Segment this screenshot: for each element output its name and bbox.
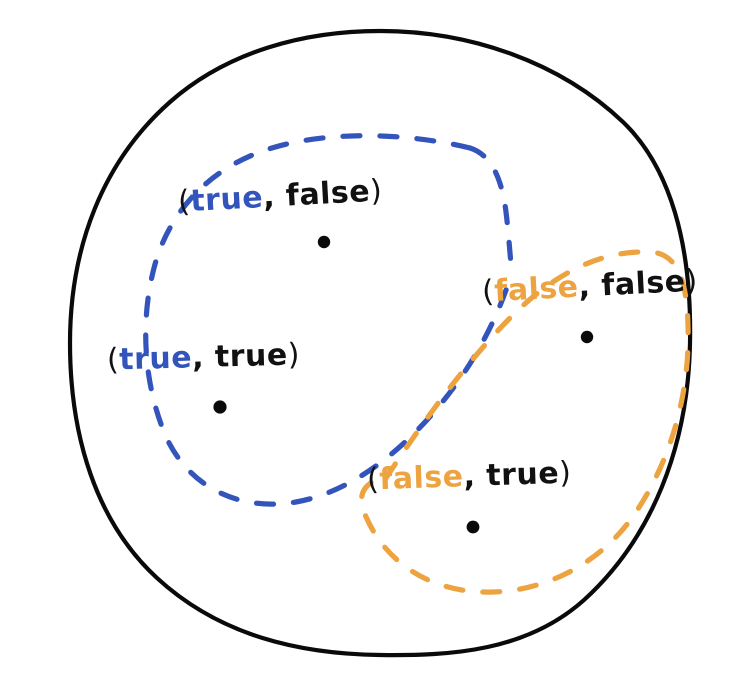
tuple-comma: , — [262, 179, 276, 215]
orange-set-boundary — [358, 249, 691, 595]
tuple-first-value: true — [189, 179, 265, 219]
tuple-second-value: false — [600, 264, 687, 304]
tuple-comma: , — [462, 458, 477, 495]
close-paren: ) — [558, 455, 572, 491]
tuple-first-value: true — [118, 340, 193, 378]
tuple-comma: , — [191, 339, 205, 376]
close-paren: ) — [369, 173, 384, 209]
universe-circle — [67, 28, 693, 658]
point-label-false-true: (false, true) — [366, 455, 572, 498]
point-dot-true-false — [317, 235, 331, 249]
point-dot-false-false — [580, 330, 594, 344]
tuple-comma: , — [577, 268, 592, 305]
tuple-first-value: false — [493, 269, 580, 309]
close-paren: ) — [287, 337, 301, 373]
blue-set-boundary — [143, 133, 515, 507]
tuple-second-value: true — [214, 337, 289, 375]
point-dot-false-true — [466, 520, 480, 534]
point-dot-true-true — [213, 400, 227, 414]
tuple-first-value: false — [378, 459, 465, 498]
tuple-second-value: false — [284, 174, 372, 214]
tuple-second-value: true — [485, 455, 560, 494]
blue-set-boundary-tail — [467, 145, 515, 275]
close-paren: ) — [684, 263, 699, 299]
point-label-true-true: (true, true) — [107, 337, 301, 378]
